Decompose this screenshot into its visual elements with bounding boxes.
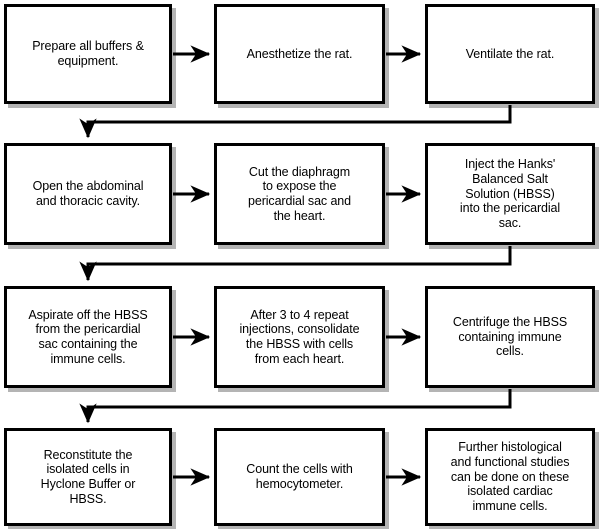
flow-node-label: Reconstitute the isolated cells in Hyclo… — [40, 447, 136, 506]
flow-node-label: Further histological and functional stud… — [450, 440, 570, 514]
flow-node-aspirate-hbss[interactable]: Aspirate off the HBSS from the pericardi… — [4, 286, 172, 388]
flow-node-label: Open the abdominal and thoracic cavity. — [32, 179, 144, 208]
flow-node-label: Count the cells with hemocytometer. — [246, 462, 353, 491]
flow-node-label: Prepare all buffers & equipment. — [32, 39, 144, 68]
flow-node-inject-hbss[interactable]: Inject the Hanks' Balanced Salt Solution… — [425, 143, 595, 245]
flow-node-centrifuge-hbss[interactable]: Centrifuge the HBSS containing immune ce… — [425, 286, 595, 388]
flow-node-further-studies[interactable]: Further histological and functional stud… — [425, 428, 595, 526]
flow-node-label: Centrifuge the HBSS containing immune ce… — [452, 314, 568, 359]
flow-node-cut-diaphragm[interactable]: Cut the diaphragm to expose the pericard… — [214, 143, 385, 245]
flow-node-count-cells[interactable]: Count the cells with hemocytometer. — [214, 428, 385, 526]
flow-node-label: Aspirate off the HBSS from the pericardi… — [28, 307, 148, 366]
connector-n9-n10 — [79, 389, 512, 424]
flow-node-prepare-buffers[interactable]: Prepare all buffers & equipment. — [4, 4, 172, 104]
flow-node-ventilate-rat[interactable]: Ventilate the rat. — [425, 4, 595, 104]
flow-node-open-cavity[interactable]: Open the abdominal and thoracic cavity. — [4, 143, 172, 245]
connector-n6-n7 — [79, 246, 512, 282]
flow-node-label: After 3 to 4 repeat injections, consolid… — [239, 307, 360, 366]
flow-node-label: Cut the diaphragm to expose the pericard… — [247, 164, 352, 223]
flow-node-label: Anesthetize the rat. — [246, 46, 353, 61]
flow-node-label: Ventilate the rat. — [465, 46, 555, 61]
flow-node-anesthetize-rat[interactable]: Anesthetize the rat. — [214, 4, 385, 104]
flow-node-consolidate-hbss[interactable]: After 3 to 4 repeat injections, consolid… — [214, 286, 385, 388]
flow-node-reconstitute-cells[interactable]: Reconstitute the isolated cells in Hyclo… — [4, 428, 172, 526]
flow-node-label: Inject the Hanks' Balanced Salt Solution… — [459, 157, 561, 231]
connector-n3-n4 — [79, 105, 512, 139]
